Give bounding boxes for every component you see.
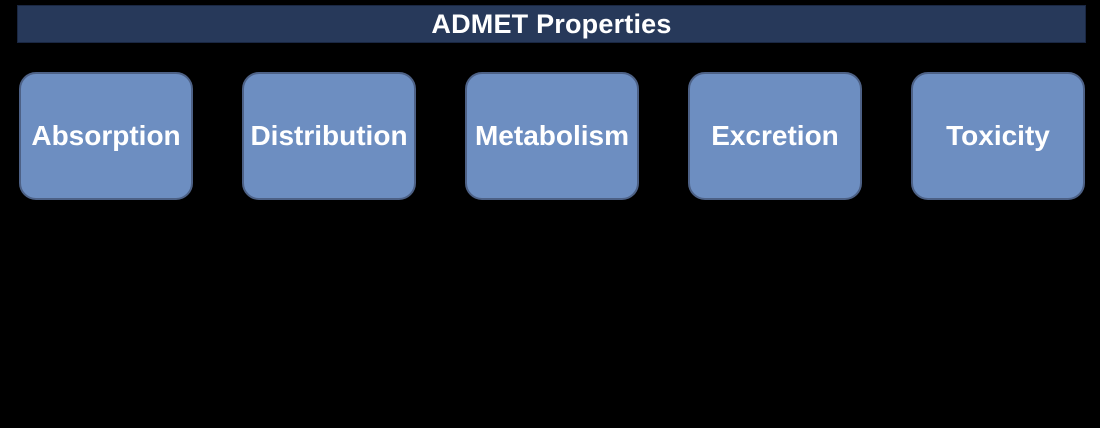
node-label: Distribution: [250, 120, 408, 151]
node-distribution: Distribution: [242, 72, 416, 200]
node-toxicity: Toxicity: [911, 72, 1085, 200]
node-absorption: Absorption: [19, 72, 193, 200]
node-label: Metabolism: [474, 120, 630, 151]
node-label: Toxicity: [946, 120, 1050, 151]
node-metabolism: Metabolism: [465, 72, 639, 200]
node-label: Excretion: [711, 120, 839, 151]
diagram-title-bar: ADMET Properties: [17, 5, 1086, 43]
node-label: Absorption: [31, 120, 181, 151]
diagram-title: ADMET Properties: [431, 8, 672, 39]
node-excretion: Excretion: [688, 72, 862, 200]
property-nodes-row: Absorption Distribution Metabolism Excre…: [19, 72, 1085, 200]
